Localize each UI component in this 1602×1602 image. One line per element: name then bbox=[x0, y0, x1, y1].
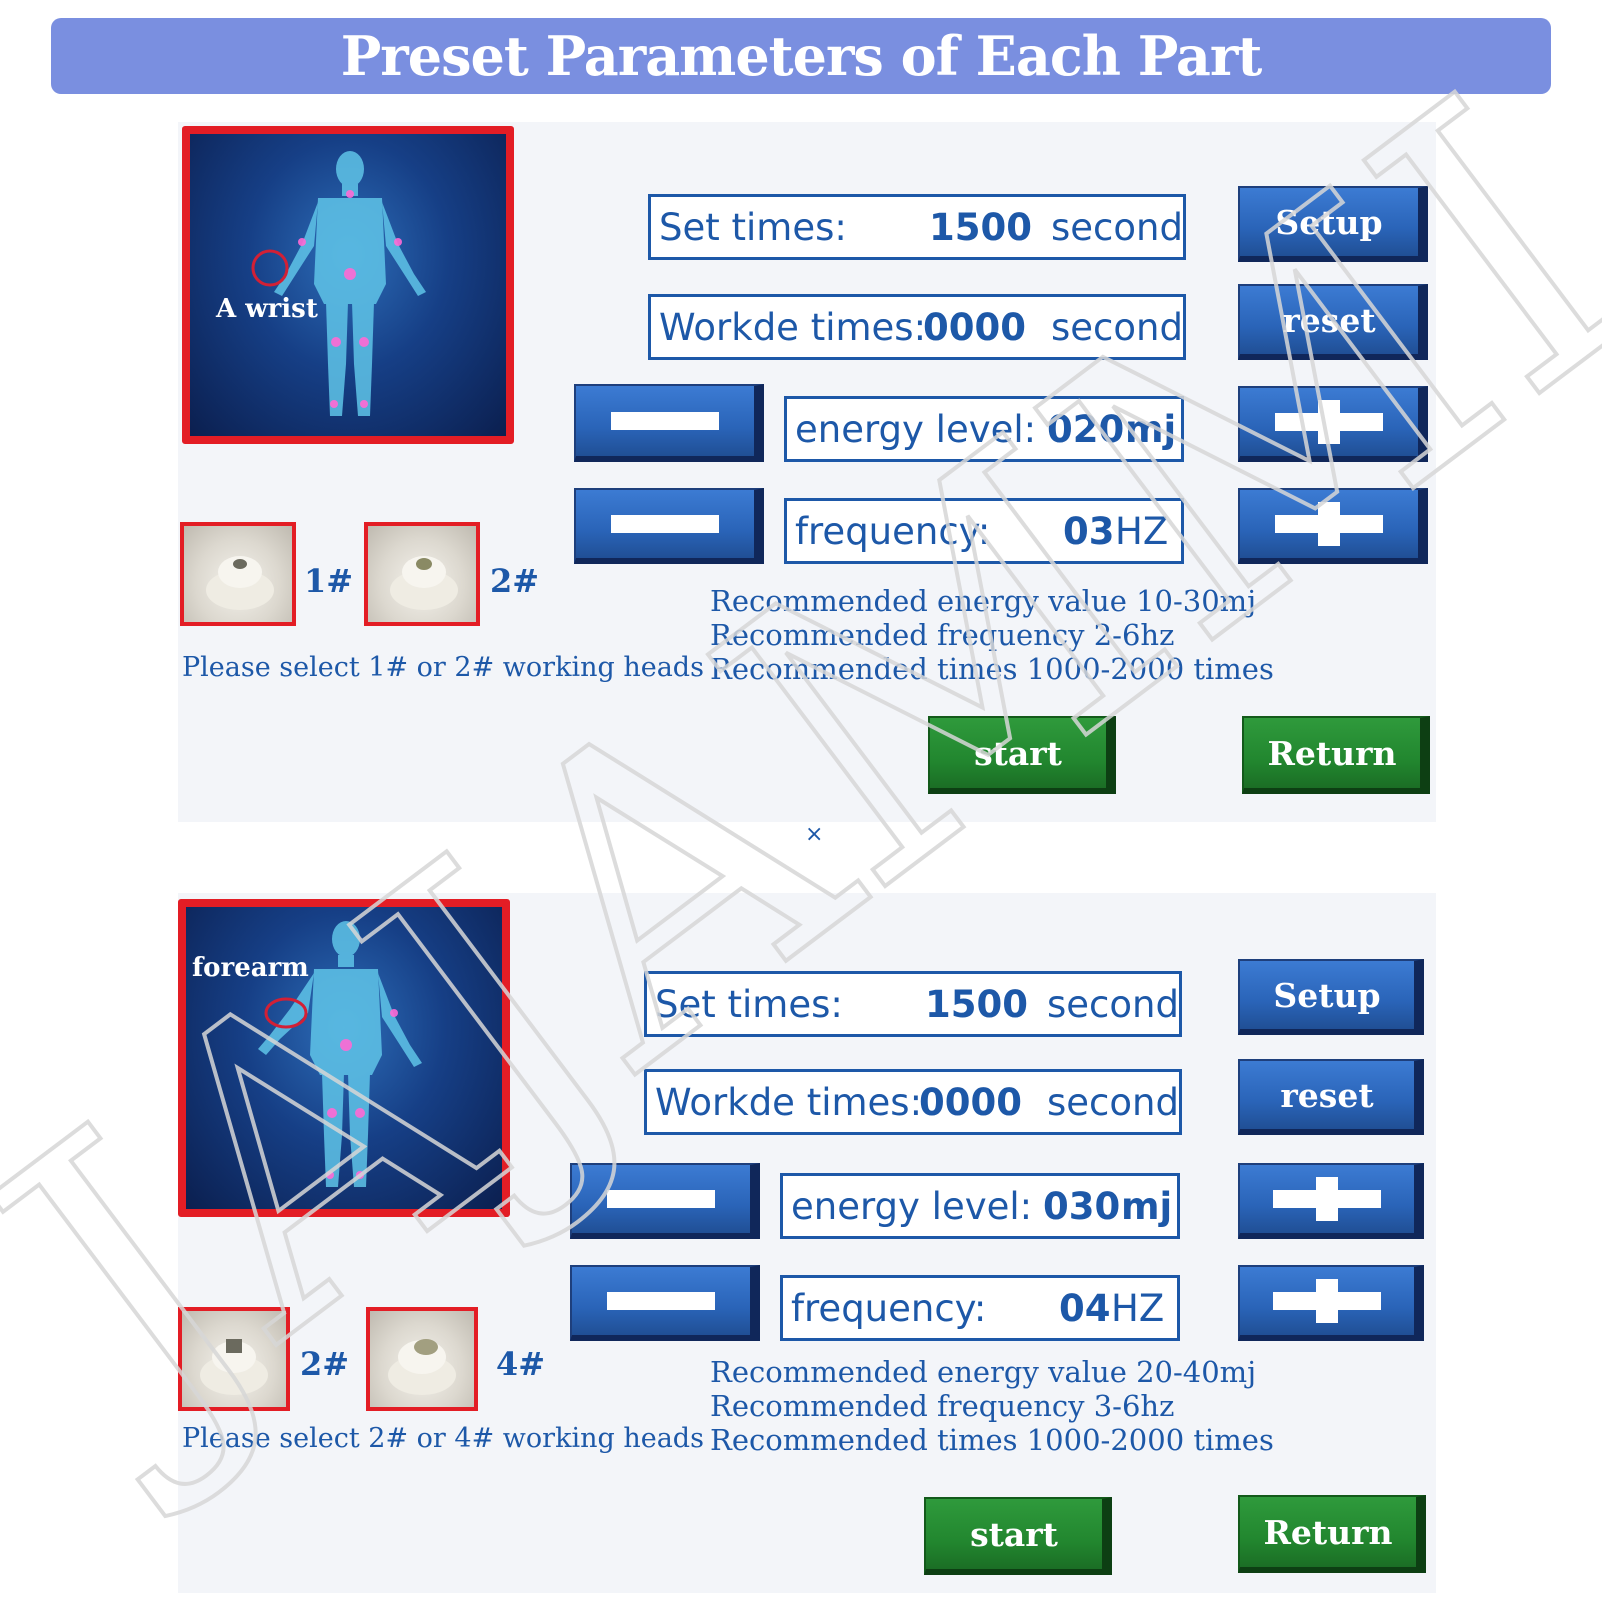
frequency-field: frequency: 03 HZ bbox=[784, 498, 1184, 564]
applicator-head-icon bbox=[390, 556, 458, 610]
applicator-head-icon bbox=[206, 556, 274, 610]
worked-times-value: 0000 bbox=[919, 1080, 1022, 1124]
energy-level-field: energy level: 020 mj bbox=[784, 396, 1184, 462]
frequency-unit: HZ bbox=[1115, 509, 1169, 553]
worked-times-unit: second bbox=[1051, 305, 1183, 349]
minus-icon bbox=[607, 1292, 715, 1310]
panel-forearm: forearm Set times: 1500 second Setup Wor… bbox=[178, 893, 1436, 1593]
start-button[interactable]: start bbox=[924, 1497, 1112, 1575]
human-figure-icon bbox=[251, 151, 426, 416]
highlight-ring bbox=[251, 249, 289, 287]
recommended-frequency: Recommended frequency 2-6hz bbox=[710, 618, 1175, 652]
set-times-field: Set times: 1500 second bbox=[648, 194, 1186, 260]
worked-times-field: Workde times: 0000 second bbox=[648, 294, 1186, 360]
worked-times-field: Workde times: 0000 second bbox=[644, 1069, 1182, 1135]
working-head-1-thumb[interactable] bbox=[180, 522, 296, 626]
energy-label: energy level: bbox=[791, 1184, 1033, 1228]
working-head-4-label: 4# bbox=[496, 1345, 546, 1383]
recommended-times: Recommended times 1000-2000 times bbox=[710, 1423, 1274, 1457]
divider-mark: × bbox=[805, 822, 824, 847]
worked-times-value: 0000 bbox=[923, 305, 1026, 349]
frequency-decrease-button[interactable] bbox=[574, 488, 764, 564]
frequency-value: 04 bbox=[1059, 1286, 1111, 1330]
working-head-4-thumb[interactable] bbox=[366, 1307, 478, 1411]
energy-label: energy level: bbox=[795, 407, 1037, 451]
return-button[interactable]: Return bbox=[1242, 716, 1430, 794]
return-button[interactable]: Return bbox=[1238, 1495, 1426, 1573]
frequency-increase-button[interactable] bbox=[1238, 488, 1428, 564]
applicator-head-icon bbox=[388, 1339, 456, 1395]
select-heads-hint: Please select 1# or 2# working heads bbox=[182, 652, 704, 683]
recommended-energy: Recommended energy value 20-40mj bbox=[710, 1355, 1257, 1389]
energy-value: 020 bbox=[1047, 407, 1125, 451]
panel-wrist: A wrist Set times: 1500 second Setup Wor… bbox=[178, 122, 1436, 822]
working-head-2-label: 2# bbox=[300, 1345, 350, 1383]
reset-button[interactable]: reset bbox=[1238, 284, 1428, 360]
working-head-2-label: 2# bbox=[490, 562, 540, 600]
energy-level-field: energy level: 030 mj bbox=[780, 1173, 1180, 1239]
minus-icon bbox=[607, 1190, 715, 1208]
frequency-decrease-button[interactable] bbox=[570, 1265, 760, 1341]
start-button[interactable]: start bbox=[928, 716, 1116, 794]
frequency-field: frequency: 04 HZ bbox=[780, 1275, 1180, 1341]
reset-button[interactable]: reset bbox=[1238, 1059, 1424, 1135]
set-times-unit: second bbox=[1047, 982, 1179, 1026]
energy-unit: mj bbox=[1125, 407, 1177, 451]
set-times-value: 1500 bbox=[929, 205, 1032, 249]
setup-button[interactable]: Setup bbox=[1238, 186, 1428, 262]
select-heads-hint: Please select 2# or 4# working heads bbox=[182, 1423, 704, 1454]
working-head-1-label: 1# bbox=[304, 562, 354, 600]
worked-times-unit: second bbox=[1047, 1080, 1179, 1124]
body-figure-image: forearm bbox=[178, 899, 510, 1217]
recommended-frequency: Recommended frequency 3-6hz bbox=[710, 1389, 1175, 1423]
recommended-energy: Recommended energy value 10-30mj bbox=[710, 584, 1257, 618]
energy-increase-button[interactable] bbox=[1238, 1163, 1424, 1239]
working-head-2-thumb[interactable] bbox=[178, 1307, 290, 1411]
energy-decrease-button[interactable] bbox=[570, 1163, 760, 1239]
frequency-value: 03 bbox=[1063, 509, 1115, 553]
applicator-head-icon bbox=[200, 1339, 268, 1395]
frequency-label: frequency: bbox=[795, 509, 991, 553]
working-head-2-thumb[interactable] bbox=[364, 522, 480, 626]
body-part-label: A wrist bbox=[216, 294, 318, 324]
energy-decrease-button[interactable] bbox=[574, 384, 764, 462]
frequency-increase-button[interactable] bbox=[1238, 1265, 1424, 1341]
recommended-times: Recommended times 1000-2000 times bbox=[710, 652, 1274, 686]
set-times-unit: second bbox=[1051, 205, 1183, 249]
frequency-label: frequency: bbox=[791, 1286, 987, 1330]
minus-icon bbox=[611, 412, 719, 430]
body-figure-image: A wrist bbox=[182, 126, 514, 444]
worked-times-label: Workde times: bbox=[659, 305, 927, 349]
page-title: Preset Parameters of Each Part bbox=[340, 24, 1263, 88]
setup-button[interactable]: Setup bbox=[1238, 959, 1424, 1035]
set-times-value: 1500 bbox=[925, 982, 1028, 1026]
header-banner: Preset Parameters of Each Part bbox=[51, 18, 1551, 94]
set-times-label: Set times: bbox=[655, 982, 843, 1026]
highlight-ring bbox=[264, 997, 308, 1029]
frequency-unit: HZ bbox=[1111, 1286, 1165, 1330]
energy-increase-button[interactable] bbox=[1238, 386, 1428, 462]
body-part-label: forearm bbox=[192, 953, 309, 983]
minus-icon bbox=[611, 515, 719, 533]
human-figure-icon bbox=[258, 921, 422, 1187]
set-times-field: Set times: 1500 second bbox=[644, 971, 1182, 1037]
worked-times-label: Workde times: bbox=[655, 1080, 923, 1124]
energy-unit: mj bbox=[1121, 1184, 1173, 1228]
set-times-label: Set times: bbox=[659, 205, 847, 249]
energy-value: 030 bbox=[1043, 1184, 1121, 1228]
